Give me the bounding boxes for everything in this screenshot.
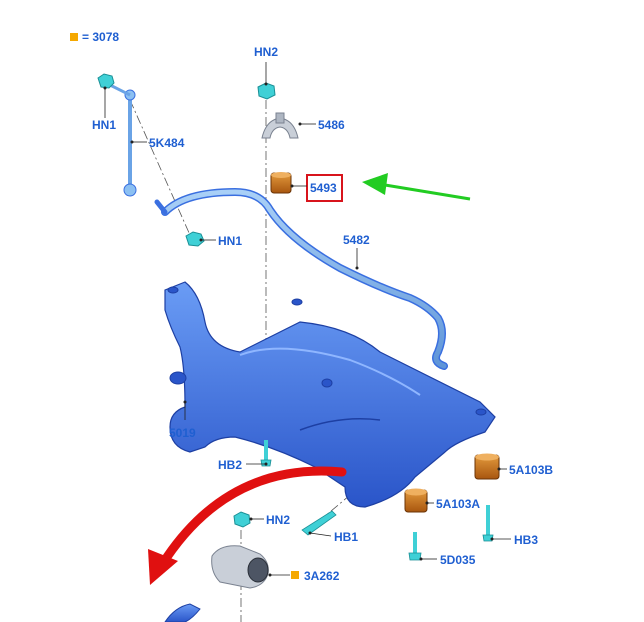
- label-5d035[interactable]: 5D035: [440, 553, 476, 567]
- nut-hn1-lower-icon[interactable]: [185, 231, 205, 247]
- mount-bracket-3a262[interactable]: [211, 545, 269, 589]
- partial-arm-bottom-left: [164, 603, 201, 622]
- bushing-5a103a[interactable]: [404, 488, 428, 513]
- nut-hn1-top-icon[interactable]: [97, 73, 115, 89]
- nut-hn2-bottom-icon[interactable]: [233, 511, 251, 528]
- label-hn1-nut[interactable]: HN1: [218, 234, 242, 248]
- label-hb1[interactable]: HB1: [334, 530, 358, 544]
- bolt-5d035-icon[interactable]: [408, 532, 422, 561]
- label-5a103b[interactable]: 5A103B: [509, 463, 553, 477]
- highlight-box-5493: [306, 174, 343, 202]
- legend: = 3078: [70, 30, 119, 44]
- label-hb2[interactable]: HB2: [218, 458, 242, 472]
- label-5486[interactable]: 5486: [318, 118, 345, 132]
- bushing-5493[interactable]: [270, 172, 292, 194]
- label-hb3[interactable]: HB3: [514, 533, 538, 547]
- label-hn2-bottom[interactable]: HN2: [266, 513, 290, 527]
- label-hn2-top[interactable]: HN2: [254, 45, 278, 59]
- subframe-5019[interactable]: [164, 281, 496, 508]
- bolt-hb3-icon[interactable]: [482, 505, 494, 542]
- legend-text: = 3078: [82, 30, 119, 44]
- centerline-link: [129, 99, 191, 236]
- leader-lines: [103, 62, 511, 577]
- red-rotate-arrow: [148, 466, 347, 585]
- label-3a262[interactable]: 3A262: [304, 569, 340, 583]
- bushing-5a103b[interactable]: [474, 453, 500, 480]
- stabilizer-link-5k484[interactable]: [109, 83, 137, 197]
- clamp-bracket-5486[interactable]: [261, 112, 299, 139]
- green-pointer-arrow: [362, 173, 471, 201]
- label-hn1-left[interactable]: HN1: [92, 118, 116, 132]
- legend-marker-3a262: [291, 571, 299, 579]
- label-5482[interactable]: 5482: [343, 233, 370, 247]
- bolt-hb1-icon[interactable]: [301, 510, 337, 536]
- label-5a103a[interactable]: 5A103A: [436, 497, 480, 511]
- legend-marker: [70, 33, 78, 41]
- label-5k484[interactable]: 5K484: [149, 136, 185, 150]
- label-5493[interactable]: 5493: [310, 181, 337, 195]
- stabilizer-bar-5482[interactable]: [154, 187, 448, 370]
- label-5019[interactable]: 5019: [169, 426, 196, 440]
